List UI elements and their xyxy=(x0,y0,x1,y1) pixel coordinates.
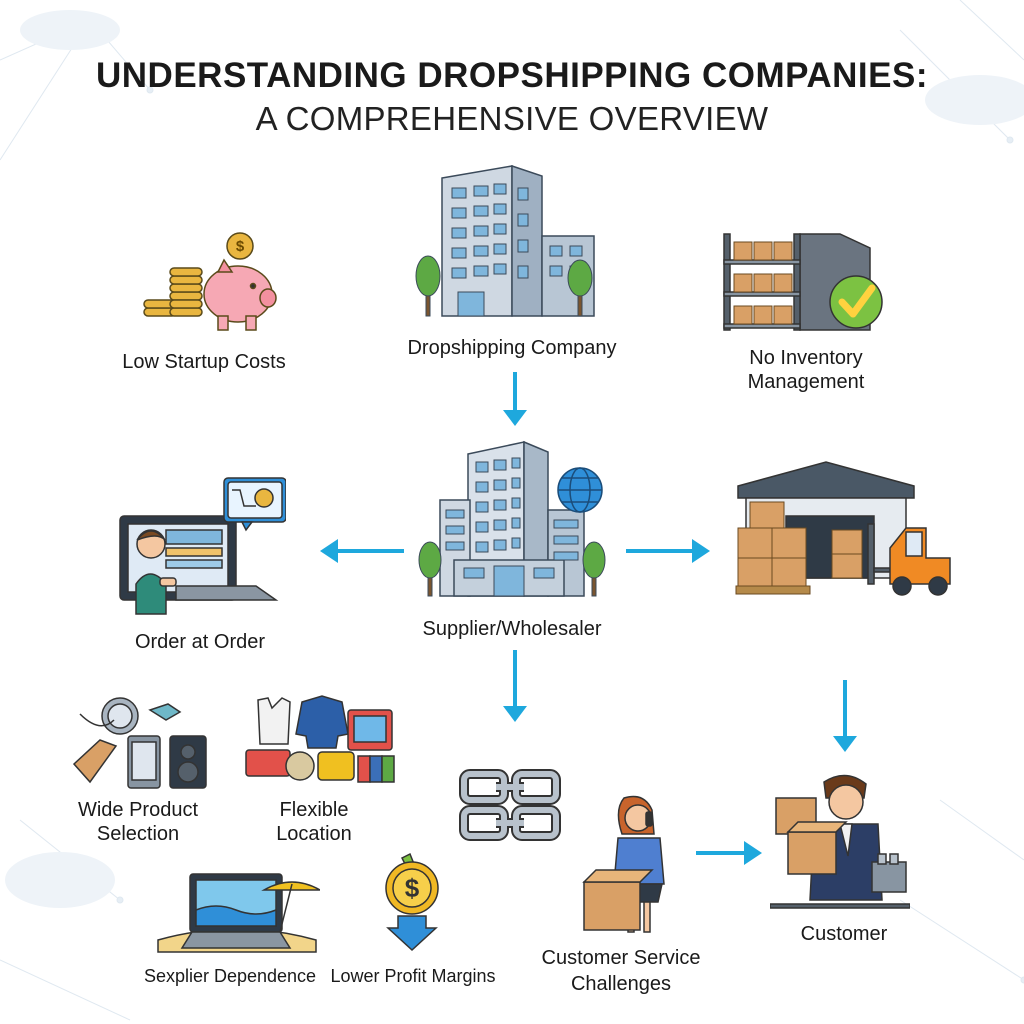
arrow-right-middle xyxy=(626,539,710,563)
woman-phone-box-icon xyxy=(582,795,665,933)
chain-link-icon xyxy=(459,769,561,841)
laptop-shopper-icon xyxy=(119,477,286,615)
label-wide-selection-line2: Selection xyxy=(96,823,180,845)
label-dropshipping-company: Dropshipping Company xyxy=(407,337,617,359)
label-no-inventory-line1: No Inventory xyxy=(749,347,863,369)
label-lower-profit-margins: Lower Profit Margins xyxy=(330,966,496,986)
beach-laptop-icon xyxy=(157,873,320,953)
label-low-startup-costs: Low Startup Costs xyxy=(122,351,286,373)
label-flexible-location-line1: Flexible xyxy=(279,799,349,821)
dollar-down-arrow-icon: $ xyxy=(385,852,439,952)
arrow-down-center xyxy=(503,650,527,722)
office-building-icon xyxy=(415,164,595,317)
label-customer-service-line1: Customer Service xyxy=(541,947,701,969)
label-no-inventory-line2: Management xyxy=(747,371,865,393)
label-customer: Customer xyxy=(800,923,888,945)
page-subtitle: A COMPREHENSIVE OVERVIEW xyxy=(255,100,769,137)
svg-text:$: $ xyxy=(236,238,245,255)
man-receiving-box-icon xyxy=(770,774,910,909)
shelf-checkmark-icon xyxy=(723,233,883,331)
label-wide-selection-line1: Wide Product xyxy=(77,799,199,821)
page-title: UNDERSTANDING DROPSHIPPING COMPANIES: xyxy=(96,56,928,95)
label-flexible-location-line2: Location xyxy=(276,823,352,845)
warehouse-forklift-icon xyxy=(735,461,951,596)
globe-building-icon xyxy=(418,440,606,597)
arrow-down-top xyxy=(503,372,527,426)
label-customer-service-line2: Challenges xyxy=(570,973,672,995)
svg-text:$: $ xyxy=(405,873,420,903)
label-order-at-order: Order at Order xyxy=(134,631,266,653)
label-supplier-wholesaler: Supplier/Wholesaler xyxy=(422,618,602,640)
coins-piggy-bank-icon: $ xyxy=(143,232,277,331)
label-supplier-dependence: Sexplier Dependence xyxy=(143,966,317,986)
arrow-down-right xyxy=(833,680,857,752)
clothing-goods-icon xyxy=(245,695,395,783)
arrow-left-middle xyxy=(320,539,404,563)
product-assortment-icon xyxy=(72,697,207,789)
arrow-right-bottom xyxy=(696,841,762,865)
